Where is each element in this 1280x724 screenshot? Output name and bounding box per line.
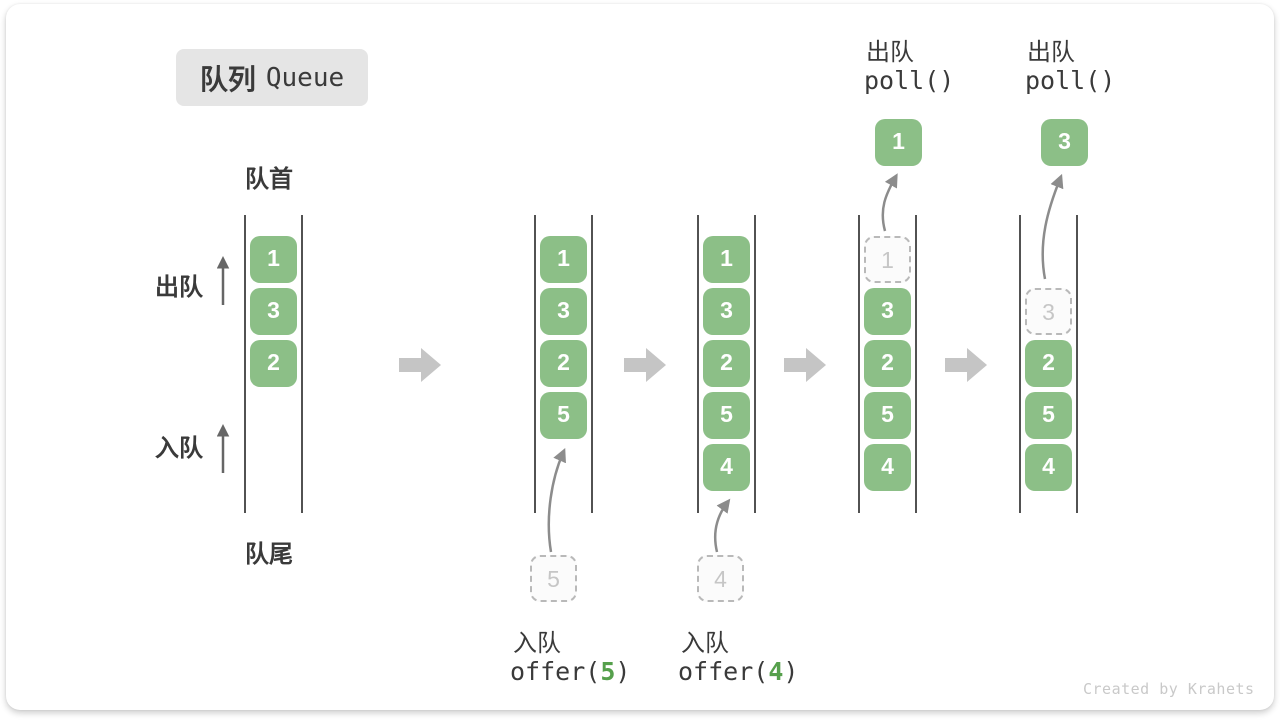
code-offer-4-pre: offer( xyxy=(678,657,769,686)
code-poll-1: poll() xyxy=(864,66,955,95)
queue-cell: 2 xyxy=(250,340,297,387)
queue-cell: 5 xyxy=(864,392,911,439)
queue-cell: 3 xyxy=(250,288,297,335)
title-zh: 队列 xyxy=(199,63,256,95)
staged-element-4: 4 xyxy=(697,555,744,602)
queue-cell: 5 xyxy=(703,392,750,439)
code-offer-5-pre: offer( xyxy=(510,657,601,686)
label-dequeue-op-2: 出队 xyxy=(1027,39,1075,66)
watermark: Created by Krahets xyxy=(1083,680,1255,698)
queue-state-poll-3: 3 2 5 4 xyxy=(1019,215,1078,513)
code-offer-5-arg: 5 xyxy=(600,657,616,686)
queue-cell: 5 xyxy=(1025,392,1072,439)
code-offer-5-post: ) xyxy=(615,657,631,686)
queue-cell: 3 xyxy=(703,288,750,335)
code-offer-5: offer(5) xyxy=(510,657,630,686)
queue-state-poll-1: 1 3 2 5 4 xyxy=(858,215,917,513)
transition-arrow-icon xyxy=(624,348,666,382)
popped-element-1: 1 xyxy=(875,119,922,166)
queue-cell: 2 xyxy=(703,340,750,387)
title-badge: 队列 Queue xyxy=(176,49,368,106)
label-enqueue-op-2: 入队 xyxy=(681,630,729,657)
queue-cell: 4 xyxy=(1025,444,1072,491)
queue-state-after-offer-4: 1 3 2 5 4 xyxy=(697,215,756,513)
code-offer-4: offer(4) xyxy=(678,657,798,686)
queue-cell: 4 xyxy=(703,444,750,491)
queue-cell: 2 xyxy=(540,340,587,387)
label-dequeue-side: 出队 xyxy=(155,274,203,301)
queue-cell: 3 xyxy=(864,288,911,335)
popped-element-3: 3 xyxy=(1041,119,1088,166)
queue-cell: 2 xyxy=(1025,340,1072,387)
queue-cell-ghost: 1 xyxy=(864,236,911,283)
label-dequeue-op-1: 出队 xyxy=(866,39,914,66)
queue-cell-ghost: 3 xyxy=(1025,288,1072,335)
code-poll-2: poll() xyxy=(1025,66,1116,95)
transition-arrow-icon xyxy=(399,348,441,382)
queue-cell: 1 xyxy=(250,236,297,283)
code-offer-4-post: ) xyxy=(783,657,799,686)
queue-cell: 3 xyxy=(540,288,587,335)
queue-cell: 1 xyxy=(540,236,587,283)
label-enqueue-op-1: 入队 xyxy=(513,630,561,657)
code-offer-4-arg: 4 xyxy=(768,657,784,686)
diagram-card: 队列 Queue 队首 队尾 出队 入队 1 3 2 1 3 2 5 1 3 2 5 4 1 3 2 5… xyxy=(6,4,1274,710)
queue-cell: 1 xyxy=(703,236,750,283)
queue-cell: 4 xyxy=(864,444,911,491)
transition-arrow-icon xyxy=(784,348,826,382)
title-en: Queue xyxy=(265,62,345,93)
queue-cell: 2 xyxy=(864,340,911,387)
queue-state-after-offer-5: 1 3 2 5 xyxy=(534,215,593,513)
transition-arrow-icon xyxy=(945,348,987,382)
queue-cell: 5 xyxy=(540,392,587,439)
label-queue-rear: 队尾 xyxy=(245,541,293,568)
label-enqueue-side: 入队 xyxy=(155,435,203,462)
label-queue-front: 队首 xyxy=(245,166,293,193)
queue-state-initial: 1 3 2 xyxy=(244,215,303,513)
staged-element-5: 5 xyxy=(530,555,577,602)
